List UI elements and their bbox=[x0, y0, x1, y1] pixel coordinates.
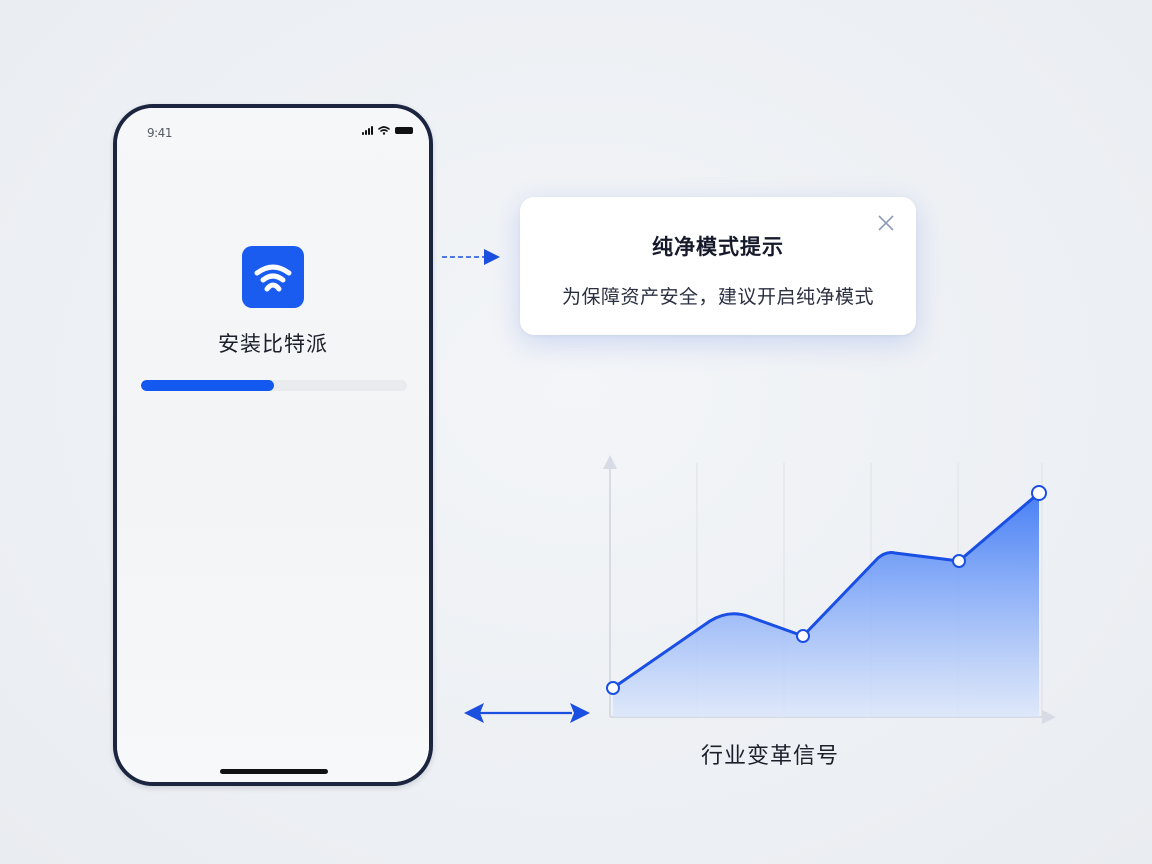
double-arrow-icon bbox=[464, 703, 590, 723]
data-point bbox=[606, 681, 620, 695]
chart-line bbox=[612, 491, 1040, 690]
pure-mode-popup: 纯净模式提示 为保障资产安全，建议开启纯净模式 bbox=[520, 197, 916, 335]
status-time: 9:41 bbox=[147, 126, 172, 140]
popup-message: 为保障资产安全，建议开启纯净模式 bbox=[561, 286, 874, 308]
signal-icon bbox=[362, 126, 373, 135]
chart-markers bbox=[606, 485, 1047, 695]
wifi-icon bbox=[254, 264, 292, 292]
install-progress-bar bbox=[141, 380, 407, 391]
chart-area bbox=[613, 493, 1039, 717]
phone-screen: 9:41 安装比特派 bbox=[117, 108, 429, 782]
wifi-icon bbox=[378, 126, 390, 135]
home-indicator[interactable] bbox=[220, 769, 328, 774]
app-icon[interactable] bbox=[242, 246, 304, 308]
close-icon[interactable] bbox=[876, 213, 896, 233]
dashed-arrow-icon bbox=[442, 249, 500, 265]
phone-mockup: 9:41 安装比特派 bbox=[113, 104, 433, 786]
progress-fill bbox=[141, 380, 274, 391]
app-name: 安装比特派 bbox=[218, 332, 328, 356]
data-point bbox=[952, 554, 966, 568]
chart-title: 行业变革信号 bbox=[700, 744, 839, 769]
data-point bbox=[796, 629, 810, 643]
battery-icon bbox=[395, 127, 413, 134]
popup-title: 纯净模式提示 bbox=[652, 235, 784, 259]
area-chart bbox=[603, 455, 1056, 724]
status-icons bbox=[362, 126, 413, 135]
data-point bbox=[1031, 485, 1047, 501]
